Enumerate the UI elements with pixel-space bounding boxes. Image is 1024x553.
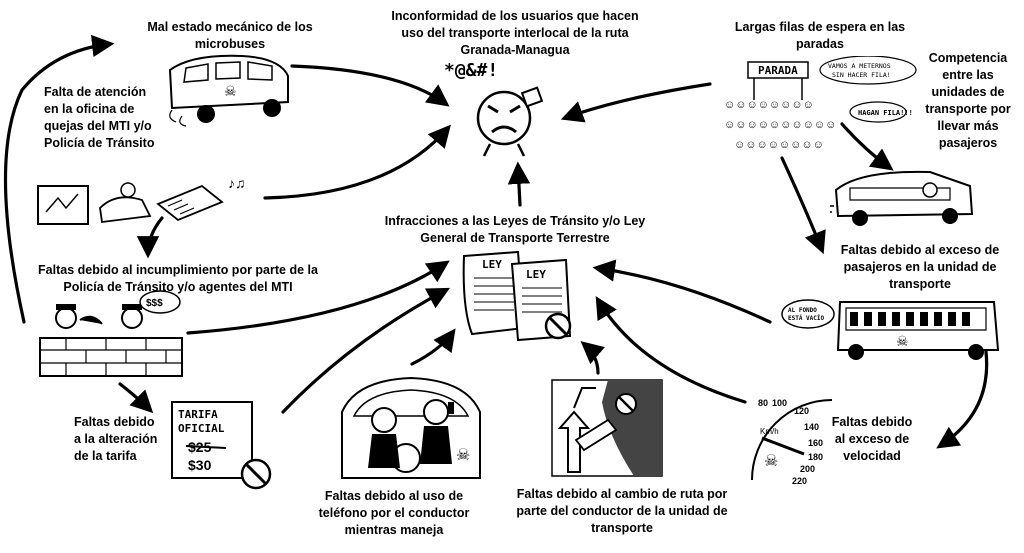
arrow-police-to-law — [186, 260, 450, 335]
money-text: $$$ — [146, 298, 163, 309]
svg-text:AL FONDO: AL FONDO — [788, 307, 817, 314]
arrow-route-to-law — [580, 341, 605, 375]
arrow-phone-to-law — [410, 328, 456, 366]
needle-icon — [761, 436, 805, 456]
tariff-sign-sketch: TARIFA OFICIAL $25 $30 — [171, 401, 272, 490]
svg-text:80: 80 — [758, 398, 768, 408]
brick-wall-icon — [39, 337, 183, 377]
svg-text:LEY: LEY — [526, 268, 546, 281]
wheel-icon — [263, 99, 281, 117]
arrow-police-to-tariff — [118, 382, 154, 414]
speech-bubble-icon — [139, 290, 181, 314]
speedometer-sketch: 80 100 120 140 160 180 200 220 Km/h ☠ — [751, 398, 833, 486]
complaints-office-sketch: ♪♫ — [37, 175, 246, 225]
arrow-police-to-attention — [3, 34, 115, 324]
svg-text:140: 140 — [804, 422, 819, 432]
angry-user-sketch: *@&#! — [444, 60, 544, 157]
police-corruption-sketch: $$$ — [39, 290, 183, 377]
steering-wheel-icon — [391, 443, 421, 473]
speech-bubble-icon — [819, 56, 917, 85]
wheel-icon — [197, 105, 215, 123]
arrow-attention-to-user — [263, 124, 451, 200]
phone-driver-sketch: ☠ — [341, 376, 481, 479]
skull-icon: ☠ — [224, 83, 237, 99]
wheel-icon — [968, 344, 984, 360]
wheel-icon — [848, 344, 864, 360]
skull-icon: ☠ — [896, 333, 909, 349]
arrow-mechanical-to-user — [290, 64, 450, 107]
central-law-label: Infracciones a las Leyes de Tránsito y/o… — [384, 214, 646, 245]
svg-text:TARIFA: TARIFA — [178, 408, 218, 421]
svg-text:$30: $30 — [188, 457, 212, 473]
svg-text:☺☺☺☺☺☺☺☺: ☺☺☺☺☺☺☺☺ — [734, 139, 824, 151]
svg-text:220: 220 — [792, 476, 807, 486]
broken-microbus-sketch: ☠ — [168, 54, 289, 127]
wheel-icon — [852, 210, 868, 226]
svg-text:100: 100 — [772, 398, 787, 408]
phone-icon — [448, 402, 454, 414]
wheel-icon — [942, 208, 958, 224]
arrow-speed-to-law — [595, 296, 747, 404]
svg-text:160: 160 — [808, 438, 823, 448]
central-user-label: Inconformidad de los usuarios que hacen … — [391, 9, 639, 57]
arrow-overload-to-law — [592, 259, 772, 324]
arrow-queues-to-user — [560, 82, 712, 123]
mechanical-label: Mal estado mecánico de los microbuses — [147, 20, 313, 51]
route-change-sketch — [551, 379, 663, 477]
arrow-queues-to-overload — [780, 156, 826, 255]
competing-microbus-sketch — [830, 170, 974, 226]
skull-icon: ☠ — [764, 453, 778, 470]
svg-text:200: 200 — [800, 464, 815, 474]
face-icon — [476, 90, 532, 146]
svg-text:Km/h: Km/h — [760, 427, 779, 436]
crowded-bus-sketch: AL FONDO ESTÁ VACÍO ☠ — [781, 299, 1000, 360]
laws-sketch: LEY LEY — [462, 250, 572, 342]
arrow-law-to-user — [507, 161, 531, 207]
police-label: Faltas debido al incumplimiento por part… — [38, 263, 318, 294]
speed-label: Faltas debido al exceso de velocidad — [831, 415, 913, 463]
speech-bubble-icon — [849, 101, 907, 123]
svg-text:120: 120 — [794, 406, 809, 416]
svg-text:LEY: LEY — [482, 258, 502, 271]
tariff-label: Faltas debido a la alteración de la tari… — [74, 415, 158, 463]
music-note-icon: ♪♫ — [228, 175, 246, 191]
papers-icon — [156, 184, 224, 222]
microbus-top-icon — [574, 418, 618, 452]
svg-text:☺☺☺☺☺☺☺☺☺☺: ☺☺☺☺☺☺☺☺☺☺ — [724, 119, 836, 131]
bus-stop-queue-sketch: PARADA VAMOS A METERNOS SIN HACER FILA! … — [724, 56, 917, 151]
arrow-up-icon — [557, 410, 591, 473]
competition-label: Competencia entre las unidades de transp… — [925, 51, 1011, 150]
svg-text:☺☺☺☺☺☺☺☺: ☺☺☺☺☺☺☺☺ — [724, 99, 814, 111]
heart-icon — [79, 315, 103, 325]
arrow-queues-to-competition — [840, 122, 894, 171]
swear-text: *@&#! — [444, 60, 498, 81]
svg-text:HAGAN FILA!!!: HAGAN FILA!!! — [858, 109, 913, 117]
svg-text:SIN HACER FILA!: SIN HACER FILA! — [832, 71, 891, 79]
queues-label: Largas filas de espera en las paradas — [734, 20, 906, 51]
arrow-attention-to-police — [136, 216, 164, 259]
svg-text:PARADA: PARADA — [758, 64, 798, 77]
overload-label: Faltas debido al exceso de pasajeros en … — [840, 243, 1000, 291]
people-queue-icon: ☺☺☺☺☺☺☺☺ ☺☺☺☺☺☺☺☺☺☺ ☺☺☺☺☺☺☺☺ — [724, 99, 836, 151]
sleeping-clerk-icon — [99, 196, 152, 224]
passengers-icon — [850, 312, 970, 326]
phone-label: Faltas debido al uso de teléfono por el … — [318, 489, 470, 537]
skull-icon: ☠ — [456, 447, 470, 464]
svg-text:ESTÁ VACÍO: ESTÁ VACÍO — [788, 314, 825, 322]
attention-label: Falta de atención en la oficina de queja… — [44, 85, 155, 150]
svg-text:VAMOS A METERNOS: VAMOS A METERNOS — [828, 62, 891, 70]
svg-text:180: 180 — [808, 452, 823, 462]
arrow-tariff-to-law — [281, 287, 450, 414]
speech-bubble-icon — [781, 299, 835, 329]
parada-sign-icon — [747, 61, 809, 79]
svg-text:OFICIAL: OFICIAL — [178, 422, 225, 435]
route-label: Faltas debido al cambio de ruta por part… — [516, 487, 728, 535]
